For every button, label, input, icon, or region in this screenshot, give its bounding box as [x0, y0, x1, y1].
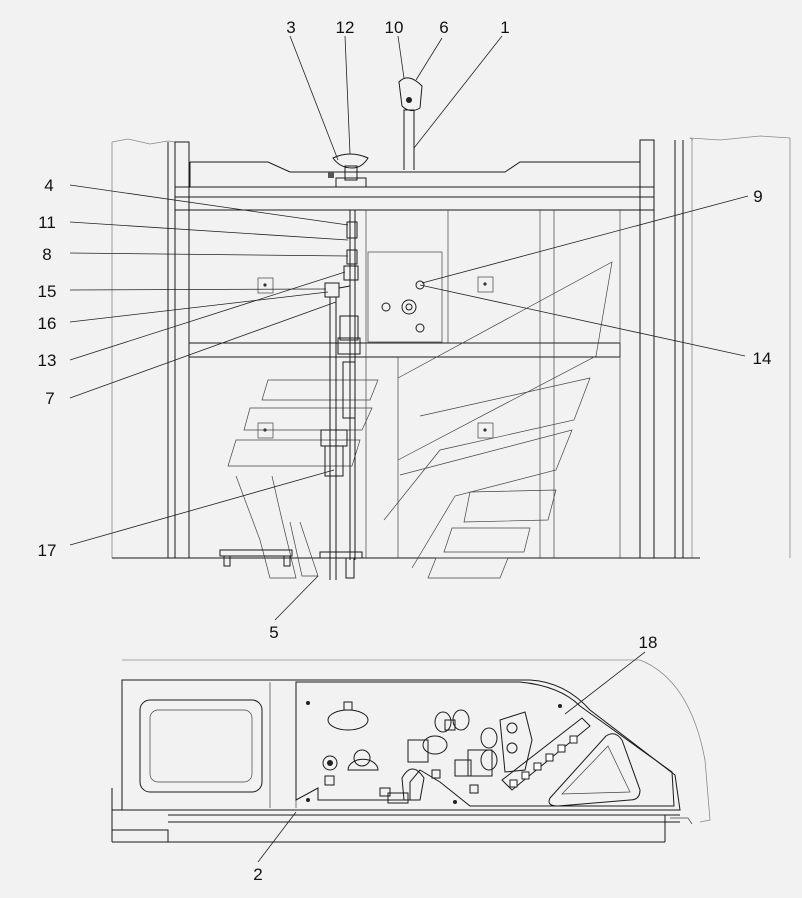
floor-bracket	[219, 549, 293, 567]
callout-3: 3	[286, 18, 295, 37]
callout-11: 11	[38, 213, 56, 232]
lower-view	[111, 659, 711, 843]
mounting-plate	[367, 251, 443, 343]
callout-14: 14	[753, 349, 772, 368]
decal-stripes	[227, 261, 613, 579]
upper-view	[111, 77, 791, 580]
indicator-lamp	[327, 709, 369, 731]
bolt-squares	[257, 276, 494, 439]
nut-icon	[381, 302, 391, 312]
callout-2: 2	[253, 865, 262, 884]
nut-icon	[415, 323, 425, 333]
middle-rail	[189, 342, 621, 358]
control-rod	[319, 210, 363, 580]
ignition-icon	[353, 749, 371, 767]
callout-8: 8	[42, 245, 51, 264]
inner-verticals	[365, 210, 621, 558]
switch-strip	[501, 717, 591, 791]
vent-cutout	[548, 733, 641, 807]
pull-knob	[328, 153, 369, 188]
dashboard	[295, 681, 675, 807]
callout-5: 5	[269, 623, 278, 642]
callout-18: 18	[639, 633, 658, 652]
callout-17: 17	[38, 541, 57, 560]
frame-left-post	[111, 138, 190, 559]
side-window	[139, 699, 263, 793]
callout-15: 15	[38, 282, 57, 301]
callout-10: 10	[385, 18, 404, 37]
callout-9: 9	[753, 187, 762, 206]
leader-lines	[69, 35, 749, 863]
frame-right-post	[639, 135, 791, 559]
callout-4: 4	[44, 176, 53, 195]
callout-6: 6	[439, 18, 448, 37]
nut-icon	[415, 280, 425, 290]
callout-1: 1	[500, 18, 509, 37]
callout-12: 12	[336, 18, 355, 37]
callouts: 3 12 10 6 1 4 11 8 9 15 16 13 14 7 17 5 …	[38, 18, 772, 884]
top-crossbeam	[175, 161, 654, 211]
callout-16: 16	[38, 314, 57, 333]
callout-13: 13	[38, 351, 57, 370]
handle-lever	[398, 77, 423, 170]
callout-7: 7	[45, 389, 54, 408]
nut-icon	[401, 299, 417, 315]
